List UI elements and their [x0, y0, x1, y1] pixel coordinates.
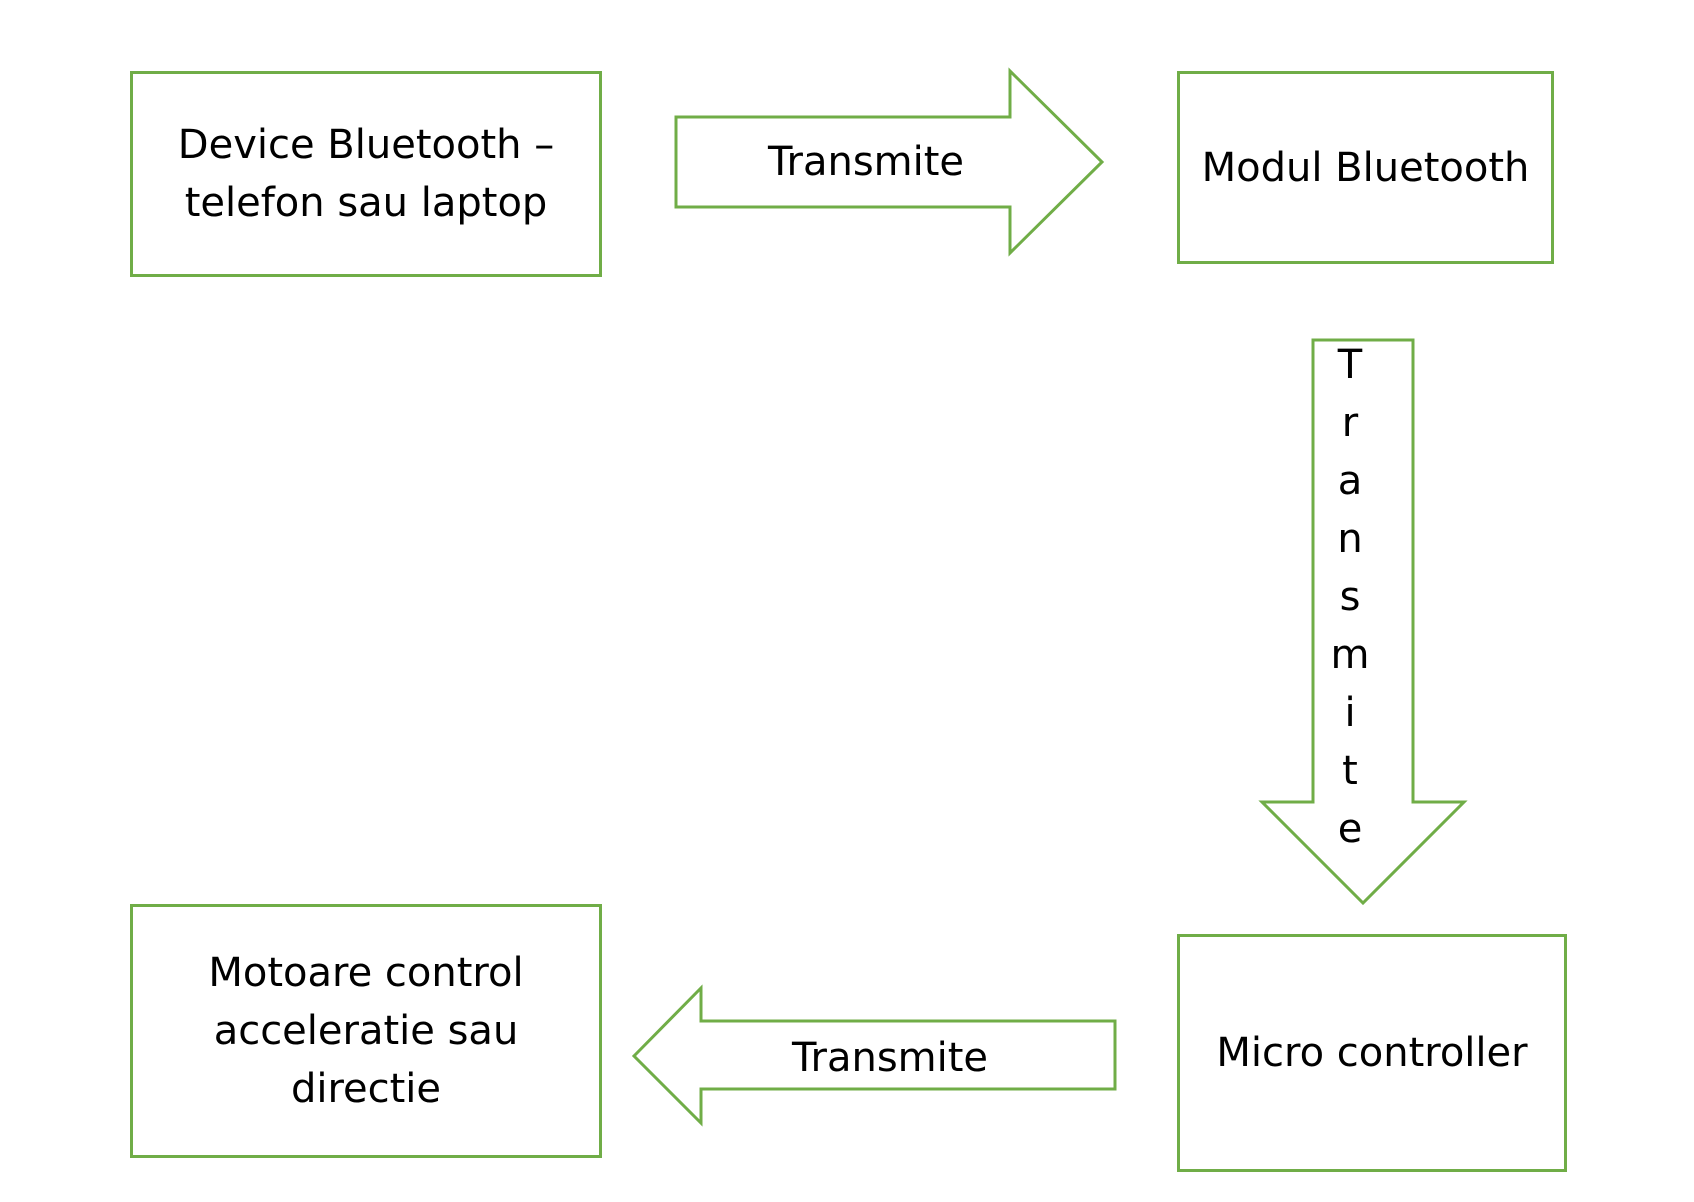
node-micro-controller: Micro controller	[1177, 934, 1567, 1172]
vertical-label-letter: T	[1337, 342, 1363, 388]
node-device-label-line1: Device Bluetooth –	[177, 122, 555, 168]
edge-label-device-to-modul: Transmite	[767, 139, 965, 185]
edge-label-micro-to-motoare: Transmite	[791, 1035, 989, 1081]
node-motoare-label-line2: acceleratie sau	[213, 1008, 519, 1054]
vertical-label-letter: s	[1339, 574, 1361, 620]
node-motoare-control: Motoare control acceleratie sau directie	[130, 904, 602, 1158]
vertical-label-letter: i	[1344, 690, 1356, 736]
node-motoare-label-line3: directie	[290, 1066, 442, 1112]
node-modul-label: Modul Bluetooth	[1201, 144, 1530, 191]
vertical-label-letter: a	[1337, 458, 1363, 504]
node-motoare-label-line1: Motoare control	[208, 950, 524, 996]
node-modul-bluetooth: Modul Bluetooth	[1177, 71, 1554, 264]
vertical-label-letter: e	[1337, 806, 1363, 852]
node-device-label-line2: telefon sau laptop	[184, 180, 548, 226]
arrow-down-modul-to-micro	[1258, 338, 1468, 906]
vertical-label-letter: n	[1337, 516, 1363, 562]
node-micro-label: Micro controller	[1216, 1030, 1528, 1076]
arrow-left-micro-to-motoare	[631, 984, 1117, 1127]
arrow-right-device-to-modul	[674, 67, 1105, 257]
vertical-label-letter: t	[1342, 748, 1358, 794]
node-device-bluetooth: Device Bluetooth – telefon sau laptop	[130, 71, 602, 277]
vertical-label-letter: m	[1330, 632, 1370, 678]
vertical-label-letter: r	[1341, 400, 1359, 446]
